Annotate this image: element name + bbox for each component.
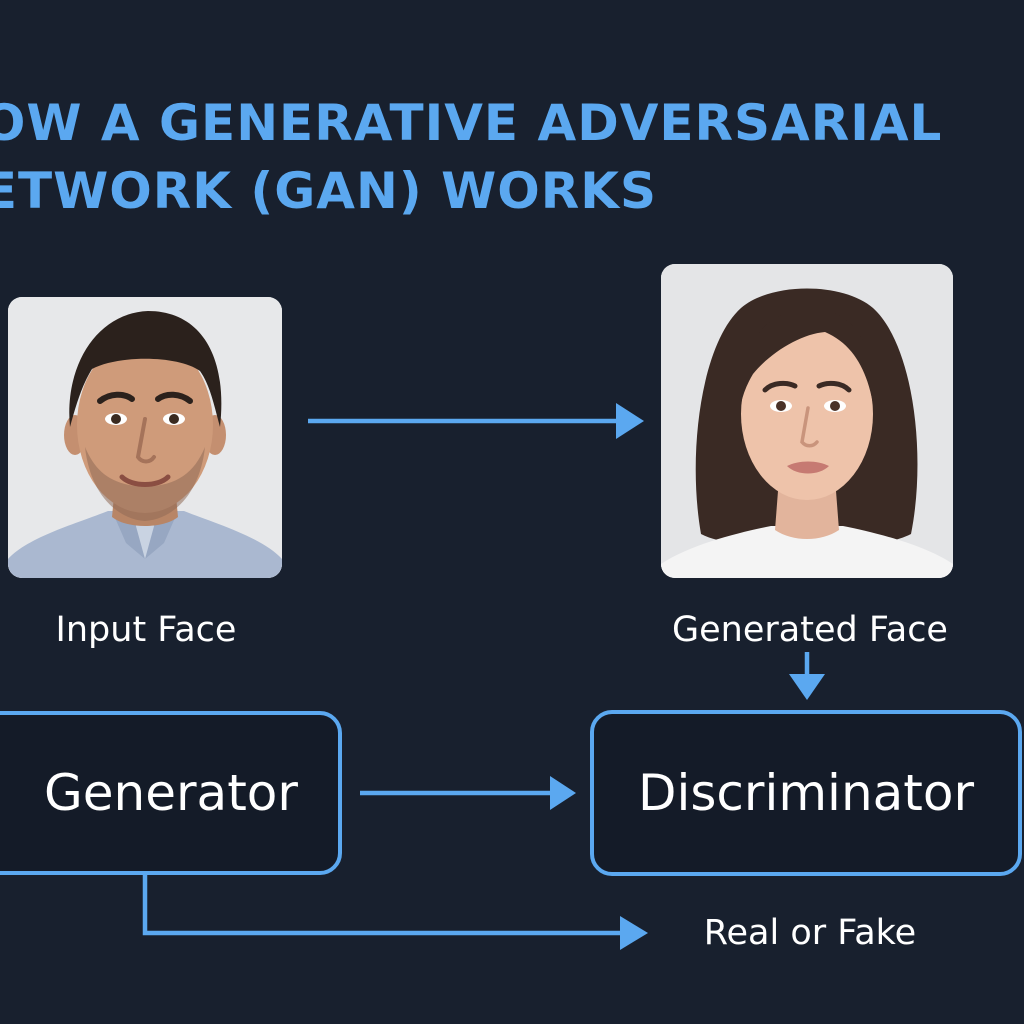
arrow-input-to-generated <box>308 403 644 439</box>
generator-node: Generator <box>0 711 342 875</box>
arrow-generator-to-result <box>142 875 648 950</box>
input-face-photo <box>8 297 282 578</box>
generator-label: Generator <box>44 764 298 822</box>
discriminator-label: Discriminator <box>637 764 975 822</box>
male-face-portrait <box>8 297 282 578</box>
input-face-caption: Input Face <box>55 610 237 650</box>
diagram-title-line-1: HOW A GENERATIVE ADVERSARIAL <box>0 94 943 152</box>
female-face-portrait <box>661 264 953 578</box>
diagram-title-line-2: NETWORK (GAN) WORKS <box>0 162 658 220</box>
arrow-generated-to-discriminator <box>789 652 825 700</box>
real-or-fake-caption: Real or Fake <box>703 913 917 953</box>
generated-face-caption: Generated Face <box>672 610 948 650</box>
discriminator-node: Discriminator <box>590 710 1022 876</box>
arrow-generator-to-discriminator <box>360 776 576 810</box>
generated-face-photo <box>661 264 953 578</box>
